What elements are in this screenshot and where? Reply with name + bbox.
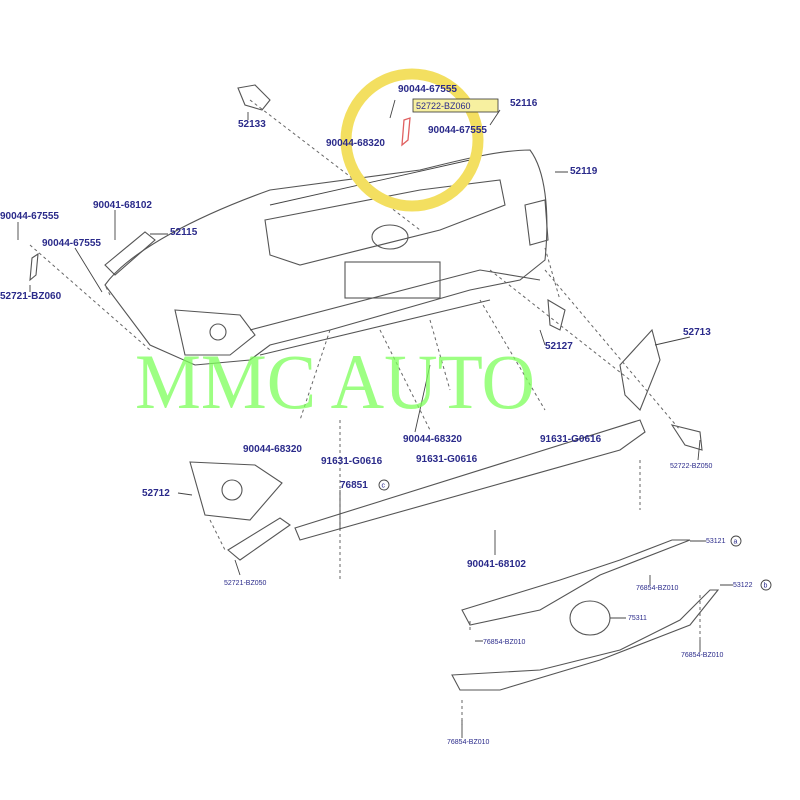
part-label: 53121 [706, 538, 726, 545]
bumper-lower-line [249, 269, 541, 331]
part-label: 91631-G0616 [416, 454, 478, 465]
part-label: 52127 [545, 341, 573, 352]
spoiler-76851 [294, 419, 646, 541]
marker-a-circle [730, 535, 742, 547]
part-label: 52721-BZ060 [0, 291, 62, 302]
part-label: 90044-67555 [398, 84, 457, 95]
license-plate-area [344, 261, 441, 299]
part-label: 90044-67555 [0, 211, 59, 222]
part-label: 52119 [570, 166, 598, 177]
left-fog-lamp [209, 323, 227, 341]
left-fog-recess [174, 309, 256, 356]
fog-cover-lamp [221, 479, 243, 501]
part-label: 90041-68102 [467, 559, 526, 570]
part-label: 90044-68320 [403, 434, 462, 445]
side-garnish-52713 [619, 328, 661, 411]
front-bumper-cover [104, 149, 548, 366]
part-label: 76854-BZ010 [636, 585, 679, 592]
part-label: 90044-68320 [326, 138, 385, 149]
fog-cover-52712 [189, 461, 283, 521]
part-label: 52721-BZ050 [224, 580, 267, 587]
marker-b-circle [760, 579, 772, 591]
part-label: 52133 [238, 119, 266, 130]
dash-line [29, 99, 701, 725]
part-label-highlighted: 52722-BZ060 [416, 101, 471, 111]
bracket-52721-bz050 [227, 517, 291, 561]
leader-line [17, 99, 733, 738]
part-label: 91631-G0616 [321, 456, 383, 467]
upper-grille-area [264, 179, 506, 266]
part-label: 90041-68102 [93, 200, 152, 211]
part-label: 76854-BZ010 [447, 739, 490, 746]
highlight-ring [340, 68, 484, 212]
marker-a: a [734, 539, 738, 546]
watermark: MMC AUTO [135, 338, 535, 425]
part-label: 52116 [510, 98, 538, 109]
part-label: 76854-BZ010 [681, 652, 724, 659]
bracket-52133 [237, 84, 271, 111]
part-label: 76854-BZ010 [483, 639, 526, 646]
grille-53122 [451, 589, 720, 691]
part-label: 91631-G0616 [540, 434, 602, 445]
part-label: 52713 [683, 327, 711, 338]
part-label: 76851 [340, 480, 368, 491]
emblem-75311 [569, 600, 611, 636]
cover-52127 [547, 298, 566, 331]
part-label: 90044-68320 [243, 444, 302, 455]
marker-b: b [764, 583, 768, 590]
bracket-52722-bz050 [670, 424, 703, 451]
right-fog-recess [524, 199, 549, 246]
marker-c-circle [378, 479, 390, 491]
part-label: 75311 [628, 615, 647, 622]
highlighted-bracket-52722-bz060 [401, 117, 411, 147]
grille-53121 [461, 539, 691, 626]
emblem-outline [371, 224, 409, 250]
bumper-lower-line-2 [259, 299, 491, 356]
marker-c: c [382, 483, 386, 490]
part-label: 52115 [170, 227, 198, 238]
bracket-52115 [104, 231, 156, 276]
part-label: 52712 [142, 488, 170, 499]
bracket-52721 [29, 252, 39, 282]
part-label: 90044-67555 [42, 238, 101, 249]
part-label: 53122 [733, 582, 753, 589]
highlighted-label-box [412, 98, 499, 113]
part-label: 52722-BZ050 [670, 463, 713, 470]
part-label: 90044-67555 [428, 125, 487, 136]
